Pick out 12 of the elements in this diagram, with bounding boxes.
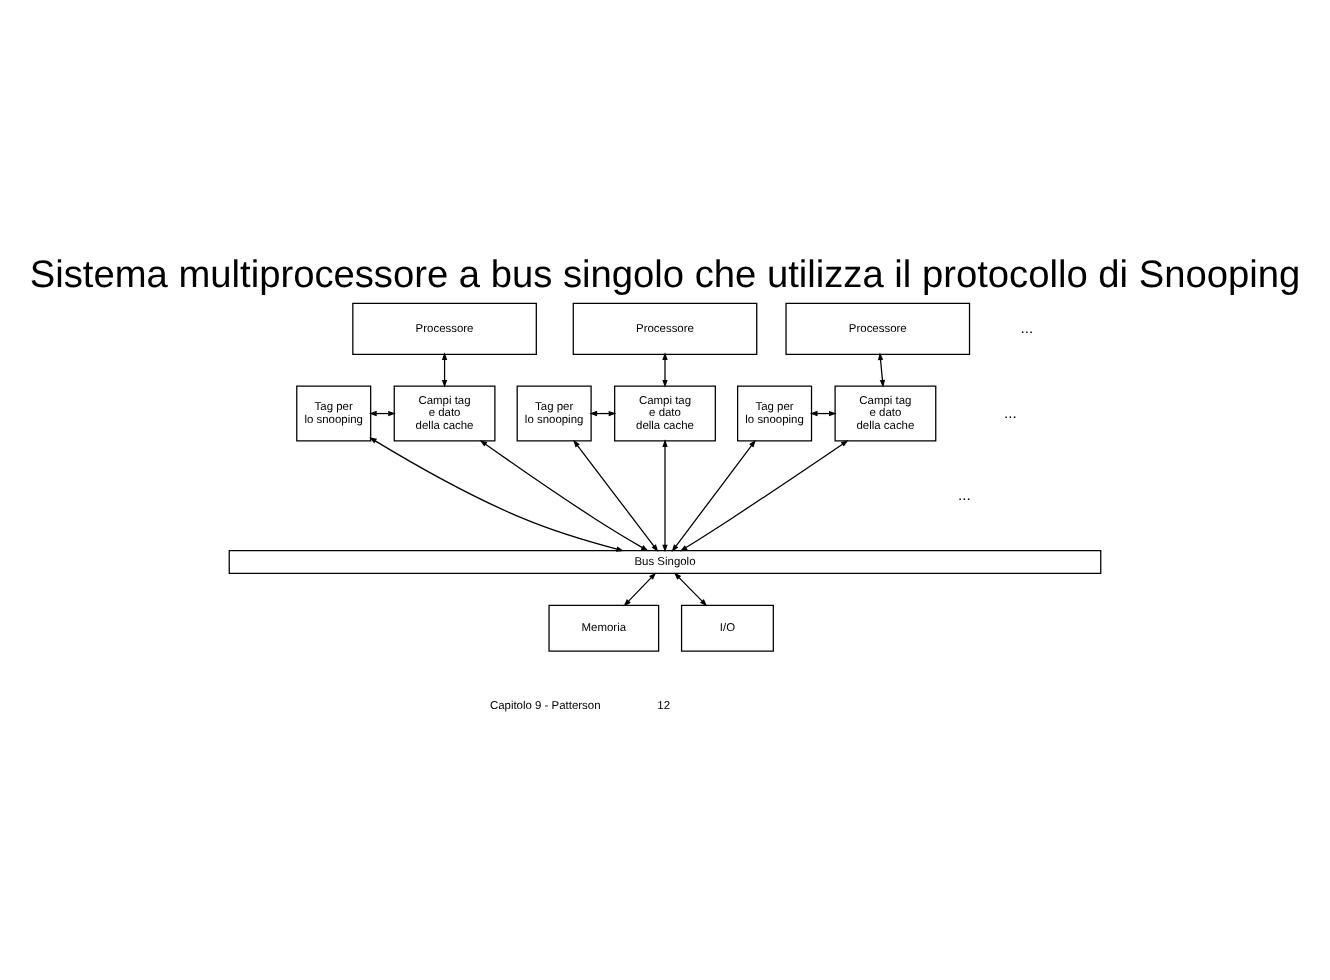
- arrow: [673, 572, 708, 607]
- arrow: [441, 352, 448, 388]
- arrow: [623, 572, 657, 607]
- diagram-title: Sistema multiprocessore a bus singolo che utilizza il protocollo di Snooping: [29, 254, 1301, 297]
- arrow: [369, 437, 624, 552]
- arrow: [662, 352, 668, 388]
- arrow: [679, 440, 849, 552]
- arrow: [671, 439, 756, 552]
- arrow: [662, 439, 668, 553]
- arrow: [479, 440, 649, 552]
- arrow: [573, 439, 659, 552]
- arrow: [877, 352, 886, 388]
